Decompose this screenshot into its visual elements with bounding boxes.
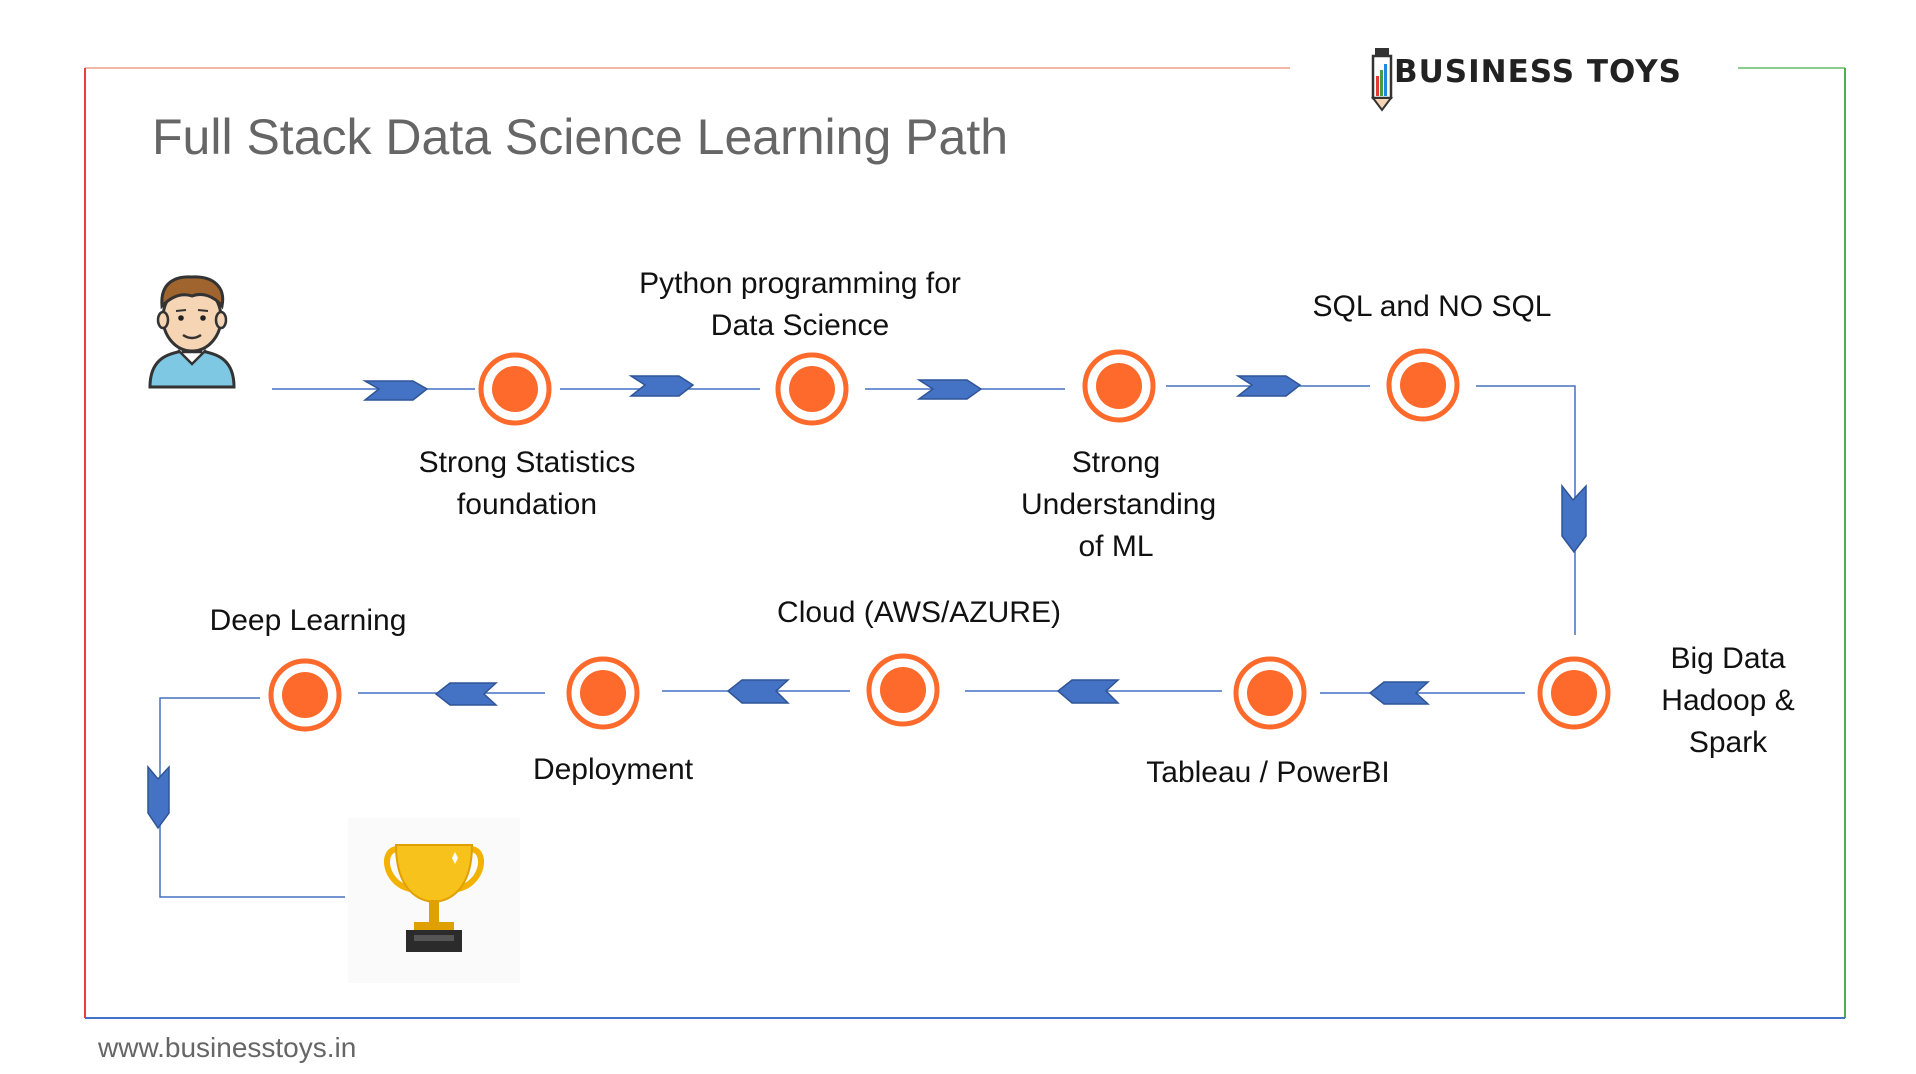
step-label: Tableau / PowerBI [1146,756,1390,789]
trophy-icon [348,818,520,983]
chevron-left-arrow [1056,679,1120,704]
chevron-right-arrow [916,379,983,400]
step-label: Strong Understanding of ML [1021,446,1217,563]
chevron-right-arrow [628,375,695,397]
step-node [866,653,940,727]
chevron-left-arrow [434,682,498,706]
step-node [1537,656,1611,730]
step-node [1233,656,1307,730]
step-label: SQL and NO SQL [1312,290,1552,323]
learner-avatar-icon [148,275,236,389]
chevron-right-arrow [1235,375,1302,397]
step-node [268,658,342,732]
step-label: Cloud (AWS/AZURE) [777,596,1061,629]
step-node [1386,348,1460,422]
pencil-chart-logo-icon [1371,48,1393,112]
step-label: Strong Statistics foundation [418,446,636,521]
chevron-right-arrow [362,380,429,401]
brand-logo-text: BUSINESS TOYS [1394,54,1683,90]
step-label: Big Data Hadoop & Spark [1661,642,1795,759]
step-node [775,352,849,426]
step-label: Python programming for Data Science [639,267,961,342]
page-title: Full Stack Data Science Learning Path [152,109,1009,165]
step-label: Deep Learning [209,604,407,637]
chevron-down-arrow [1561,483,1587,554]
step-label: Deployment [532,753,694,786]
website-url: www.businesstoys.in [98,1032,357,1063]
chevron-left-arrow [726,679,790,704]
step-node [566,656,640,730]
chevron-left-arrow [1368,681,1430,705]
connector-line [1476,385,1576,635]
step-node [478,352,552,426]
step-node [1082,349,1156,423]
chevron-down-arrow [147,764,170,830]
